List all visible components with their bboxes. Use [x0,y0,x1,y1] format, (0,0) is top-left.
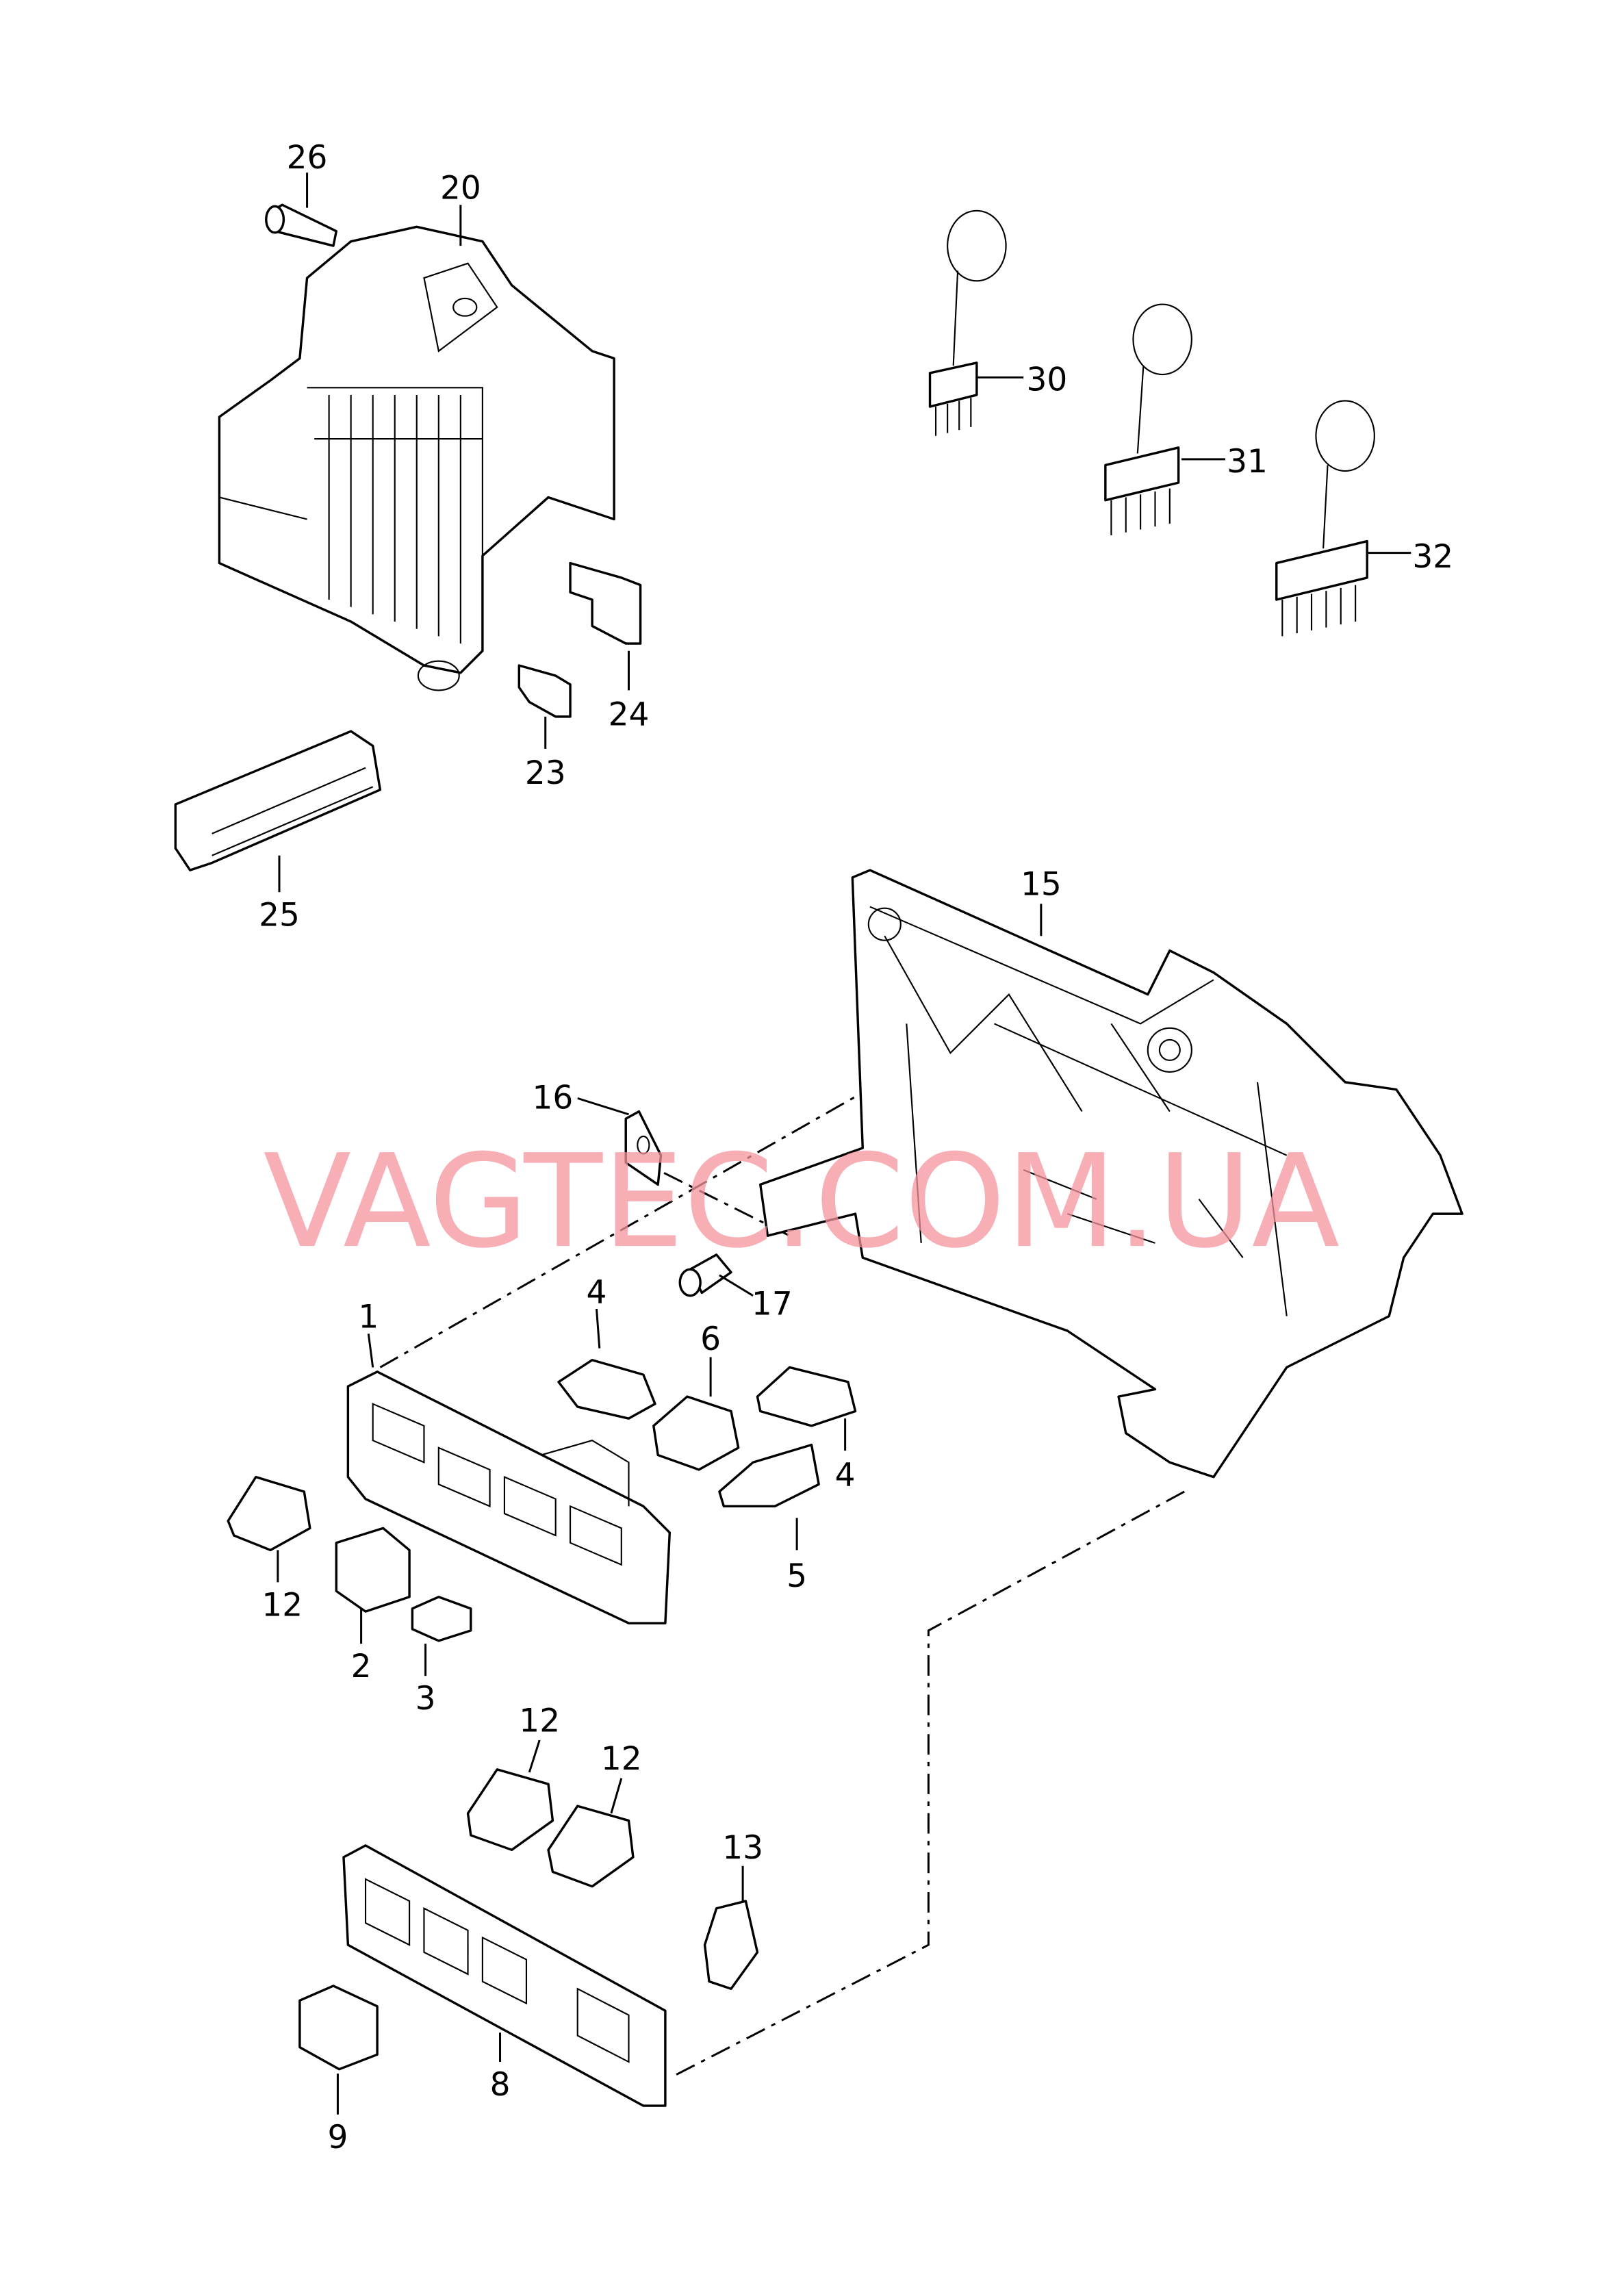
connector-part-12c[interactable] [547,1804,635,1888]
connector-part-5[interactable] [718,1443,820,1508]
callout-26: 26 [287,139,328,177]
callout-8: 8 [490,2066,511,2104]
wiring-connector-part-30[interactable] [928,209,1007,436]
callout-17: 17 [752,1286,793,1323]
fuse-part-23[interactable] [517,664,572,718]
connector-part-13[interactable] [703,1900,759,1990]
callout-24: 24 [609,696,650,734]
callout-4b: 4 [835,1456,856,1494]
callout-12b: 12 [519,1702,560,1739]
connector-part-4[interactable] [557,1359,656,1420]
wiring-connector-part-32[interactable] [1275,400,1375,637]
bracket-part-15[interactable] [759,869,1464,1479]
relay-part-2[interactable] [335,1527,411,1613]
callout-16: 16 [533,1079,574,1117]
bolt-part-26[interactable] [265,203,337,247]
callout-5: 5 [787,1557,807,1595]
callout-9: 9 [327,2119,348,2156]
wiring-connector-part-31[interactable] [1104,303,1192,536]
callout-25: 25 [259,896,300,934]
fuse-part-24[interactable] [569,561,642,645]
bolt-part-17[interactable] [678,1253,732,1297]
clip-strip-part-25[interactable] [174,730,382,871]
callout-2: 2 [351,1648,372,1685]
callout-13: 13 [722,1829,763,1867]
callout-30: 30 [1027,361,1068,399]
connector-part-4b[interactable] [756,1366,857,1427]
callout-6: 6 [700,1321,721,1358]
connector-part-6[interactable] [652,1395,740,1471]
callout-12: 12 [261,1587,303,1624]
callout-15: 15 [1021,865,1062,903]
callout-20: 20 [440,170,481,207]
connector-part-12b[interactable] [466,1768,554,1852]
relay-carrier-part-1[interactable] [346,1370,672,1624]
callout-12c: 12 [601,1740,642,1778]
relay-carrier-part-8[interactable] [342,1844,667,2107]
callout-1: 1 [358,1299,379,1336]
callout-32: 32 [1412,538,1453,576]
callout-3: 3 [416,1680,436,1718]
callout-4: 4 [587,1273,607,1311]
fuse-box-cover-part-20[interactable] [218,225,615,691]
clip-nut-part-16[interactable] [624,1110,663,1186]
relay-part-9[interactable] [298,1985,379,2071]
connector-part-12[interactable] [227,1475,311,1552]
callout-23: 23 [525,754,566,792]
leader-lines [277,173,1411,2115]
callout-31: 31 [1227,443,1268,481]
fuse-part-3[interactable] [411,1596,472,1642]
watermark: VAGTEC.COM.UA [263,1127,1340,1277]
